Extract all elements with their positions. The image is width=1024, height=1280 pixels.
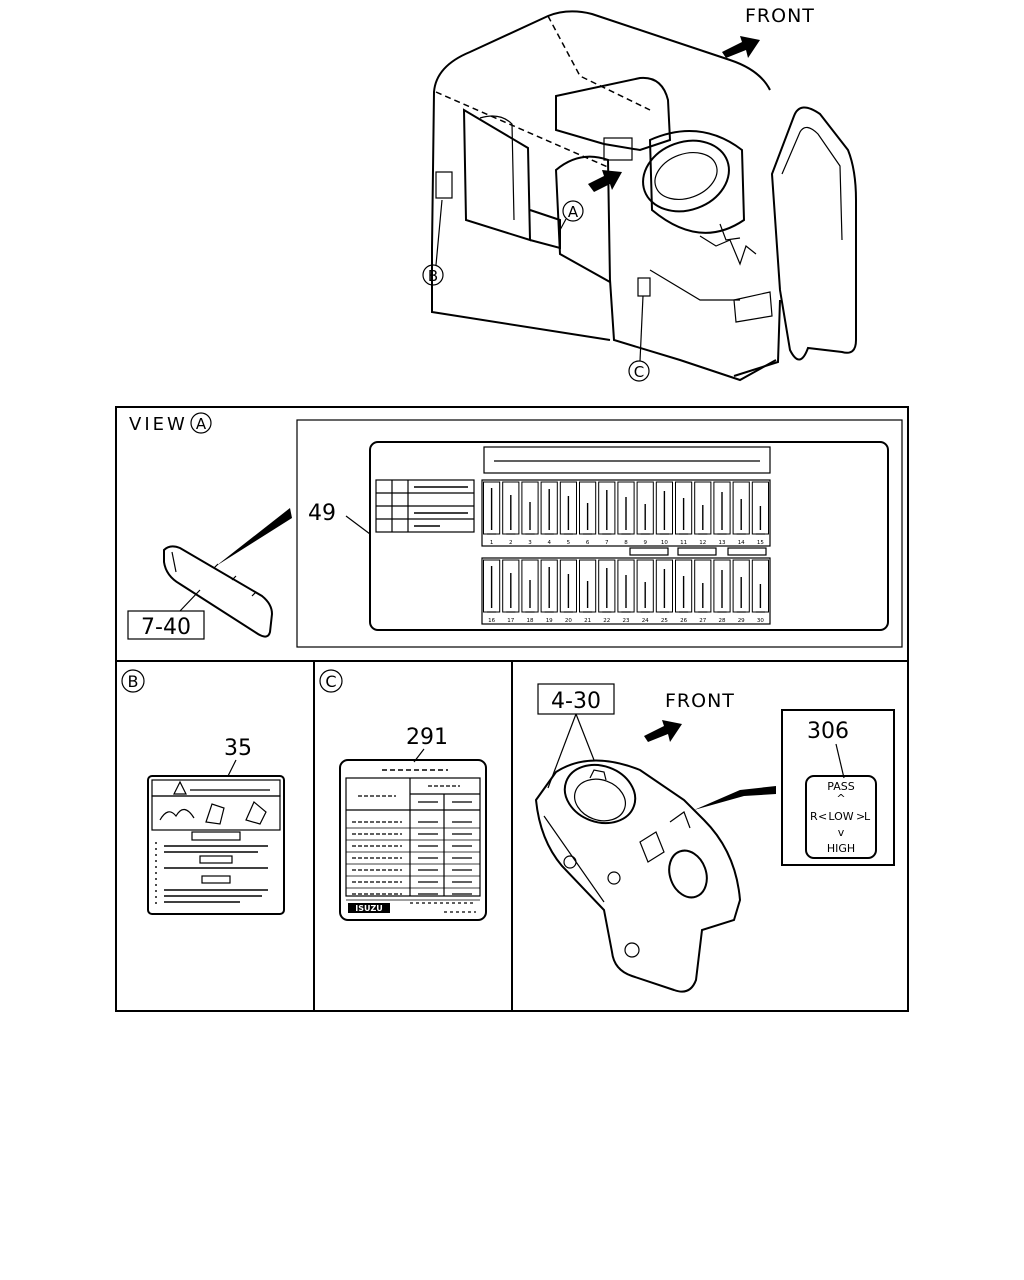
view-b-panel: B 35 [121, 669, 285, 915]
fuse-number-label: 1 [490, 540, 494, 546]
fuse-number-label: 5 [567, 540, 571, 546]
fuse-legend-table [375, 479, 475, 533]
switch-label-part-number: 306 [807, 719, 849, 744]
fuse-number-label: 13 [719, 540, 726, 546]
isuzu-logo [348, 903, 390, 913]
spare-fuse-tag [677, 547, 717, 556]
switch-up-caret-icon: ^ [836, 792, 845, 805]
view-c-panel: C 291 ISUZU [319, 669, 487, 921]
fuse-number-label: 2 [509, 540, 513, 546]
spare-fuse-tag [629, 547, 669, 556]
overview-front-label: FRONT [745, 5, 815, 27]
fuse-number-label: 12 [699, 540, 706, 546]
fuse-number-label: 3 [528, 540, 532, 546]
switch-right-caret-icon: > [856, 810, 865, 823]
view-a-label-part-number: 49 [308, 501, 336, 526]
fuse-number-label: 19 [546, 618, 553, 624]
switch-pass-text: PASS [827, 780, 854, 793]
isuzu-logo-text: ISUZU [355, 904, 383, 913]
fuse-number-label: 23 [623, 618, 630, 624]
switch-left-caret-icon: < [818, 810, 827, 823]
combination-switch-illustration [534, 759, 742, 993]
fuse-number-label: 9 [643, 540, 647, 546]
leader-wedge [216, 508, 292, 566]
switch-leader-wedge [694, 786, 776, 810]
fuse-number-label: 7 [605, 540, 609, 546]
fuse-number-label: 30 [757, 618, 764, 624]
switch-front-label: FRONT [665, 690, 735, 712]
switch-high-text: HIGH [827, 842, 855, 855]
fuse-number-label: 8 [624, 540, 628, 546]
fuse-number-label: 11 [680, 540, 687, 546]
view-panels-frame [115, 406, 909, 1012]
fuse-number-label: 10 [661, 540, 668, 546]
switch-l-text: L [864, 810, 871, 823]
switch-down-caret-icon: v [838, 826, 845, 839]
fuse-number-label: 20 [565, 618, 572, 624]
switch-front-arrow-icon [644, 720, 682, 742]
switch-part-ref: 4-30 [551, 689, 601, 714]
fuse-number-label: 4 [547, 540, 551, 546]
fuse-number-label: 17 [507, 618, 514, 624]
fuse-number-label: 21 [584, 618, 591, 624]
view-a-location-arrow-icon [588, 170, 622, 192]
fuse-number-label: 24 [642, 618, 649, 624]
fuse-number-label: 22 [603, 618, 610, 624]
view-a-title: VIEW [129, 414, 188, 435]
fuse-number-label: 28 [719, 618, 726, 624]
fuse-number-label: 18 [527, 618, 534, 624]
front-arrow-icon [722, 36, 760, 58]
view-b-circle: B [128, 672, 139, 691]
warning-label-illustration [147, 775, 285, 915]
fuse-number-label: 25 [661, 618, 668, 624]
tire-pressure-label-illustration: ISUZU [339, 759, 487, 921]
overview-callout-a: A [568, 203, 579, 221]
fuse-number-label: 26 [680, 618, 687, 624]
switch-low-text: LOW [828, 810, 853, 823]
switch-view-panel: 4-30 FRONT 306 PASS ^ R < [534, 683, 895, 993]
view-c-circle: C [325, 672, 336, 691]
overview-callout-b: B [428, 267, 438, 285]
warning-triangle-icon [173, 780, 187, 795]
view-c-part-number: 291 [406, 725, 448, 750]
spare-fuse-tag [727, 547, 767, 556]
cab-overview-illustration: FRONT [422, 5, 857, 382]
view-a-title-circle: A [196, 415, 207, 433]
switch-r-text: R [810, 810, 818, 823]
fuse-number-label: 16 [488, 618, 495, 624]
view-b-part-number: 35 [224, 736, 252, 761]
view-a-part-ref: 7-40 [141, 615, 191, 640]
overview-callout-c: C [634, 363, 644, 381]
fuse-number-label: 27 [699, 618, 706, 624]
fuse-number-label: 15 [757, 540, 764, 546]
fuse-number-label: 14 [738, 540, 745, 546]
fuse-number-label: 6 [586, 540, 590, 546]
fuse-number-label: 29 [738, 618, 745, 624]
